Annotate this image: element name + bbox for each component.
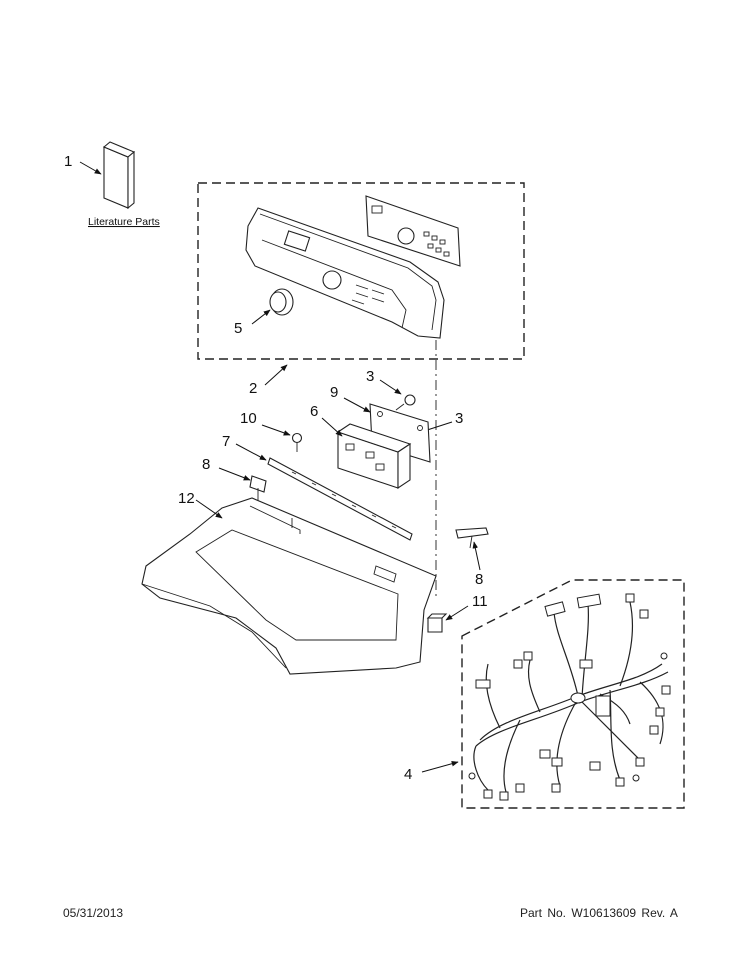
callout-5: 5: [234, 320, 242, 337]
literature-parts-label: Literature Parts: [88, 216, 160, 228]
leader-3a: [379, 379, 402, 395]
clip-right: [455, 527, 489, 549]
control-board: [365, 195, 461, 267]
callout-4: 4: [404, 766, 412, 783]
electronic-control: [336, 423, 412, 490]
callout-1: 1: [64, 153, 72, 170]
leader-4: [421, 760, 459, 773]
selector-knob: [269, 288, 294, 316]
leader-8a: [218, 467, 251, 481]
callout-12: 12: [178, 490, 195, 507]
hinge-screw: [291, 432, 303, 452]
callout-2: 2: [249, 380, 257, 397]
footer-part-number: Part No. W10613609 Rev. A: [520, 906, 678, 920]
lid-bumper: [426, 613, 448, 633]
callout-3b: 3: [455, 410, 463, 427]
console-housing: [245, 207, 445, 339]
footer-date: 05/31/2013: [63, 906, 124, 920]
wire-harness-box: [461, 579, 685, 809]
screw-upper: [395, 394, 416, 411]
callout-10: 10: [240, 410, 257, 427]
literature-booklet: [102, 141, 136, 210]
callout-11: 11: [472, 593, 488, 610]
leader-1: [79, 161, 102, 175]
callout-9: 9: [330, 384, 338, 401]
lid-hinge-strip: [267, 457, 413, 541]
console-assembly-box: [197, 182, 525, 360]
clip-left: [249, 475, 267, 502]
leader-8b: [472, 541, 481, 571]
callout-7: 7: [222, 433, 230, 450]
leader-7: [235, 443, 267, 461]
washer-top-panel: [141, 497, 437, 675]
callout-6: 6: [310, 403, 318, 420]
leader-6: [321, 417, 343, 437]
leader-2: [264, 364, 288, 386]
leader-5: [251, 309, 271, 325]
callout-8a: 8: [202, 456, 210, 473]
wire-harness: [468, 593, 671, 801]
leader-11: [445, 605, 469, 621]
leader-9: [343, 397, 371, 413]
callout-8b: 8: [475, 571, 483, 588]
leader-12: [195, 499, 223, 519]
callout-3a: 3: [366, 368, 374, 385]
leader-10: [261, 424, 291, 436]
